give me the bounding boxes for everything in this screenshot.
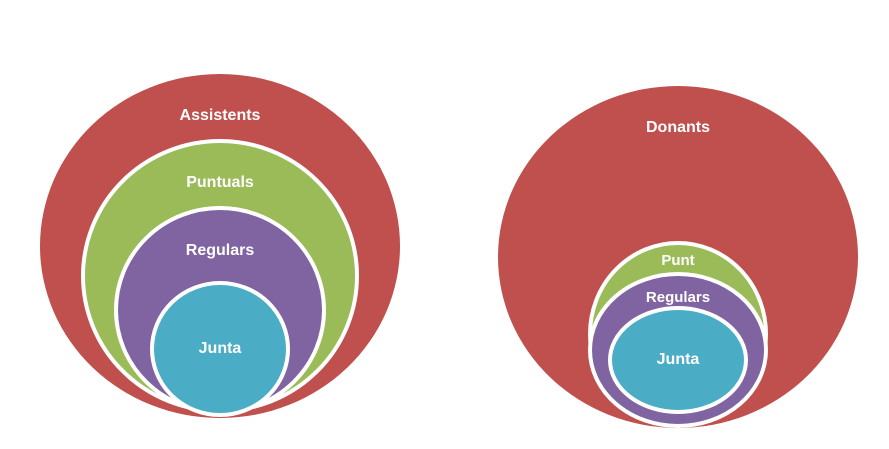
junta-label: Junta <box>657 351 700 368</box>
donors-diagram: Donants Punt Regulars Junta <box>498 86 858 428</box>
donants-label: Donants <box>646 119 710 136</box>
assistents-label: Assistents <box>180 107 261 124</box>
attendees-diagram: Assistents Puntuals Regulars Junta <box>40 74 400 418</box>
puntuals-label: Puntuals <box>186 174 254 191</box>
punt-label: Punt <box>661 252 694 269</box>
junta-circle <box>150 281 290 417</box>
regulars-label: Regulars <box>186 242 255 259</box>
junta-label: Junta <box>199 340 242 357</box>
regulars-label: Regulars <box>646 289 710 306</box>
junta-circle <box>608 306 748 414</box>
